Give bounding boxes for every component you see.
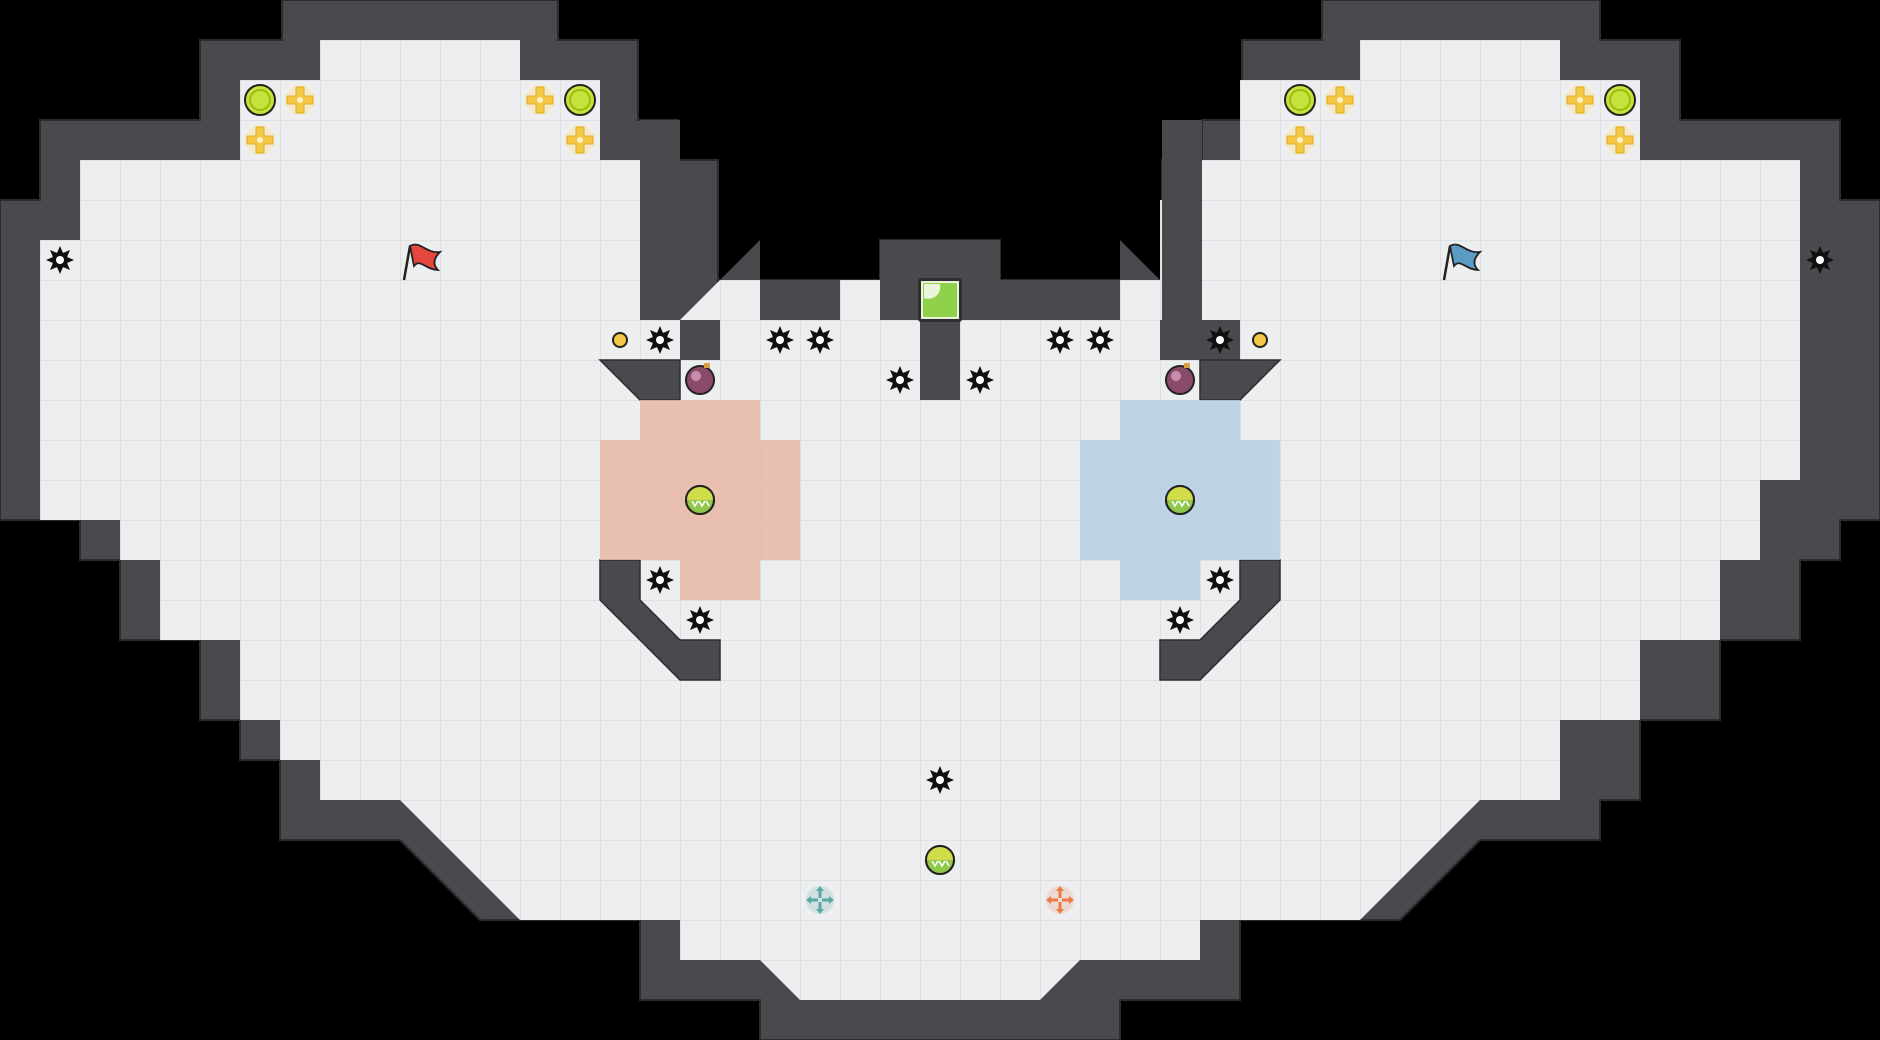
portal-icon: [918, 278, 962, 322]
spike-icon: [806, 326, 834, 354]
spike-icon: [646, 566, 674, 594]
neutral-boost-icon: [925, 845, 955, 875]
blue-team-boost-icon: [806, 886, 834, 914]
red-team-boost-icon: [1046, 886, 1074, 914]
spike-icon: [966, 366, 994, 394]
powerup-icon: [1604, 124, 1636, 156]
powerup-icon: [564, 124, 596, 156]
spike-icon: [886, 366, 914, 394]
spike-icon: [46, 246, 74, 274]
powerup-icon: [1284, 124, 1316, 156]
wall-stubs: [640, 120, 1240, 400]
spike-icon: [1206, 566, 1234, 594]
spike-icon: [686, 606, 714, 634]
button-icon: [612, 332, 628, 348]
interior-walls: [598, 359, 1282, 681]
button-icon: [1252, 332, 1268, 348]
spike-icon: [1166, 606, 1194, 634]
spike-icon: [766, 326, 794, 354]
boost-icon: [244, 84, 276, 116]
boost-icon: [1604, 84, 1636, 116]
powerup-icon: [1324, 84, 1356, 116]
boost-icon: [564, 84, 596, 116]
powerup-icon: [284, 84, 316, 116]
powerup-icon: [524, 84, 556, 116]
neutral-boost-icon: [685, 485, 715, 515]
powerup-icon: [1564, 84, 1596, 116]
spike-icon: [1806, 246, 1834, 274]
boost-icon: [1284, 84, 1316, 116]
red-flag-icon: [402, 243, 443, 281]
arena-floor: [40, 40, 1800, 1000]
neutral-boost-icon: [1165, 485, 1195, 515]
spike-icon: [646, 326, 674, 354]
spike-icon: [1046, 326, 1074, 354]
powerup-icon: [244, 124, 276, 156]
blue-flag-icon: [1442, 243, 1483, 281]
spike-icon: [1206, 326, 1234, 354]
spike-icon: [926, 766, 954, 794]
spike-icon: [1086, 326, 1114, 354]
